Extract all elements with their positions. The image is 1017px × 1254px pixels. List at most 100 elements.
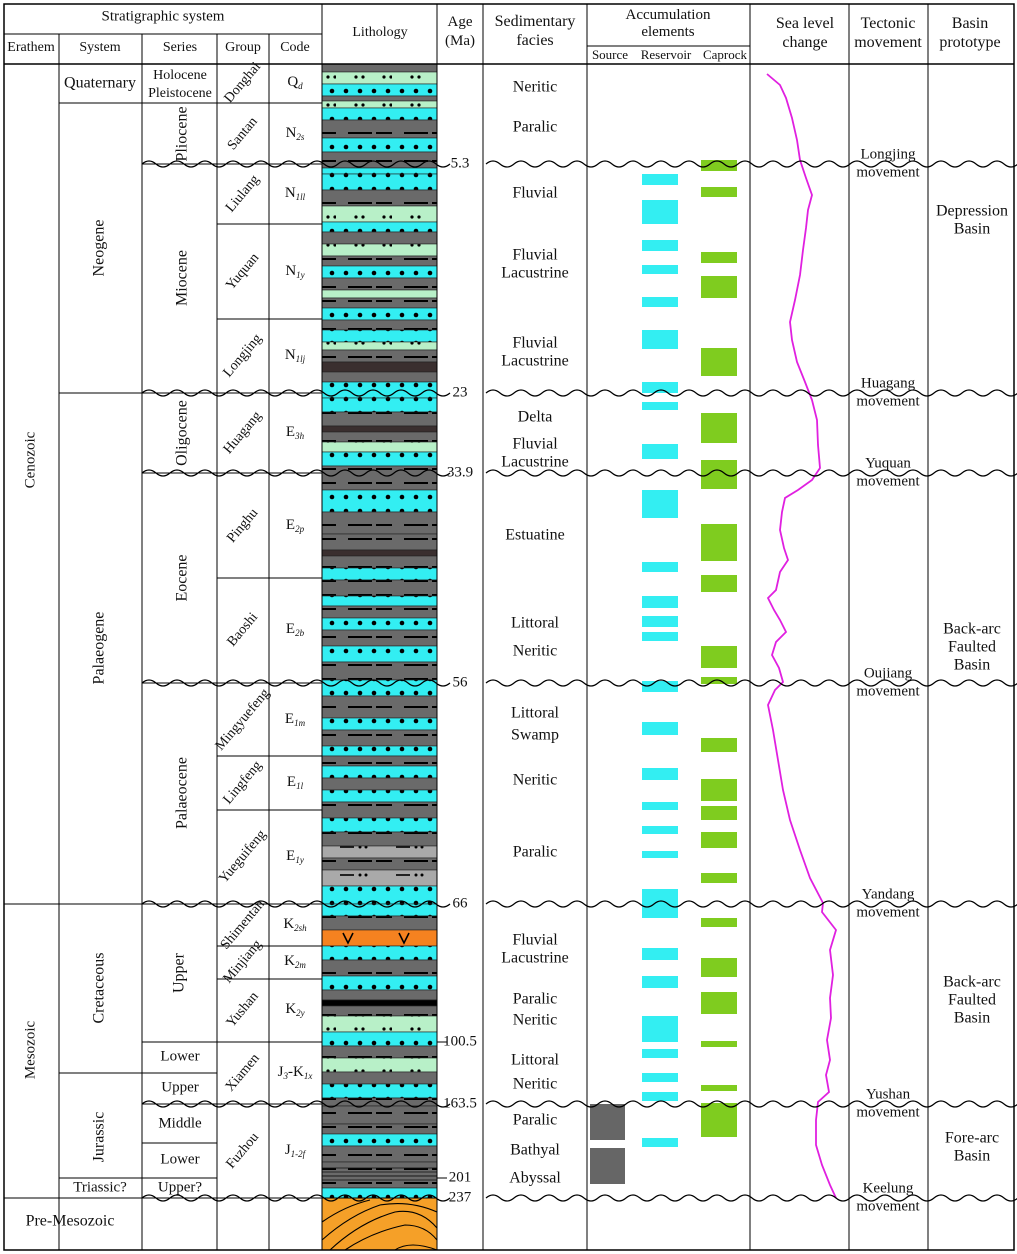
group-label: Longjing: [221, 331, 265, 380]
system-quaternary: Quaternary: [64, 75, 136, 92]
lithology-layer: [321, 579, 438, 597]
header-basin: Basin: [952, 15, 988, 32]
header-group: Group: [225, 40, 261, 55]
lithology-layer: [321, 205, 438, 223]
header-caprock: Caprock: [703, 47, 748, 62]
reservoir-bar: [642, 562, 678, 572]
basin-label: Basin: [954, 1010, 990, 1027]
header-tectonic: Tectonic: [861, 15, 916, 32]
unconformity-wave: [485, 469, 1017, 477]
caprock-bar: [701, 1085, 737, 1091]
facies-label: Fluvial: [512, 436, 558, 453]
lithology-layer: [321, 989, 438, 1001]
lithology-layer: [321, 1133, 438, 1147]
lithology-layer: [321, 167, 438, 175]
lithology-layer: [321, 221, 438, 233]
lithology-layer: [321, 745, 438, 757]
table-grid: [3, 3, 1015, 1251]
lithology-layer: [321, 489, 438, 513]
header-erathem: Erathem: [7, 40, 55, 55]
header-sea-level: Sea level: [776, 15, 835, 32]
lithology-layer: [321, 371, 438, 383]
unconformity-wave: [141, 679, 451, 687]
accumulation-bars: [590, 160, 737, 1184]
reservoir-bar: [642, 1138, 678, 1147]
caprock-bar: [701, 832, 737, 848]
basement-fold-line: [321, 1203, 438, 1241]
basement-fold-line: [321, 1199, 371, 1223]
lithology-layer: [321, 277, 438, 291]
facies-label: Paralic: [513, 991, 557, 1008]
lithology-layer: [321, 975, 438, 991]
lithology-layer: [321, 441, 438, 453]
code-label: E3h: [286, 424, 305, 441]
facies-label: Swamp: [511, 727, 559, 744]
tectonic-movement: movement: [856, 164, 920, 180]
lithology-layer: [321, 695, 438, 719]
lithology-layer: [321, 107, 438, 121]
age-label: 66: [453, 895, 469, 911]
age-label: 163.5: [443, 1095, 477, 1111]
lithology-layer: [321, 845, 438, 859]
lithology-layer: [321, 349, 438, 363]
code-label: K2y: [285, 1001, 304, 1018]
unconformity-wave: [485, 679, 1017, 687]
reservoir-bar: [642, 976, 678, 988]
tectonic-movement: movement: [856, 473, 920, 489]
caprock-bar: [701, 806, 737, 820]
lithology-layer: [321, 451, 438, 467]
source-rock-bar: [590, 1148, 625, 1184]
lithology-layer: [321, 173, 438, 191]
series-miocene: Miocene: [174, 250, 191, 306]
lithology-layer: [321, 289, 438, 299]
lithology-layer: [321, 231, 438, 245]
lithology-layer: [321, 717, 438, 731]
lithology-layer: [321, 243, 438, 257]
lithology-layer: [321, 755, 438, 767]
volcanic-symbol: [342, 932, 354, 945]
group-label: Baoshi: [225, 610, 262, 650]
lithology-layer: [321, 831, 438, 847]
series-upper-cretaceous: Upper: [171, 952, 188, 993]
caprock-bar: [701, 992, 737, 1014]
code-label: K2sh: [283, 916, 307, 933]
lithology-layer: [321, 71, 438, 85]
facies-label: Bathyal: [510, 1142, 560, 1159]
series-middle-jurassic: Middle: [158, 1115, 202, 1131]
lithology-layer: [321, 959, 438, 977]
unconformity-wave: [141, 1194, 451, 1202]
facies-label: Lacustrine: [501, 454, 569, 471]
facies-label: Neritic: [513, 79, 557, 96]
basin-label: Faulted: [948, 639, 996, 656]
caprock-bar: [701, 575, 737, 592]
lithology-layer: [321, 425, 438, 433]
caprock-bar: [701, 187, 737, 197]
lithology-layer: [321, 465, 438, 491]
series-triassic-upper: Upper?: [158, 1179, 202, 1195]
age-label: 201: [449, 1169, 472, 1185]
caprock-bar: [701, 918, 737, 927]
reservoir-bar: [642, 889, 678, 918]
sea-level-line: [766, 73, 837, 1199]
age-label: 100.5: [443, 1033, 477, 1049]
facies-label: Lacustrine: [501, 950, 569, 967]
header-sea-level: change: [782, 34, 827, 51]
reservoir-bar: [642, 444, 678, 459]
lithology-layer: [321, 857, 438, 871]
header-accumulation: Accumulation: [626, 7, 711, 23]
reservoir-bar: [642, 768, 678, 780]
facies-label: Fluvial: [512, 335, 558, 352]
facies-label: Fluvial: [512, 247, 558, 264]
caprock-bar: [701, 738, 737, 752]
caprock-bar: [701, 646, 737, 668]
lithology-layer: [321, 929, 438, 947]
tectonic-name: Longjing: [861, 146, 916, 162]
lithology-layer: [321, 361, 438, 373]
reservoir-bar: [642, 826, 678, 834]
header-lithology: Lithology: [352, 25, 407, 40]
series-eocene: Eocene: [174, 554, 191, 601]
tectonic-movement: movement: [856, 904, 920, 920]
basin-label: Basin: [954, 221, 990, 238]
caprock-bar: [701, 252, 737, 263]
code-label: E1l: [287, 774, 304, 791]
